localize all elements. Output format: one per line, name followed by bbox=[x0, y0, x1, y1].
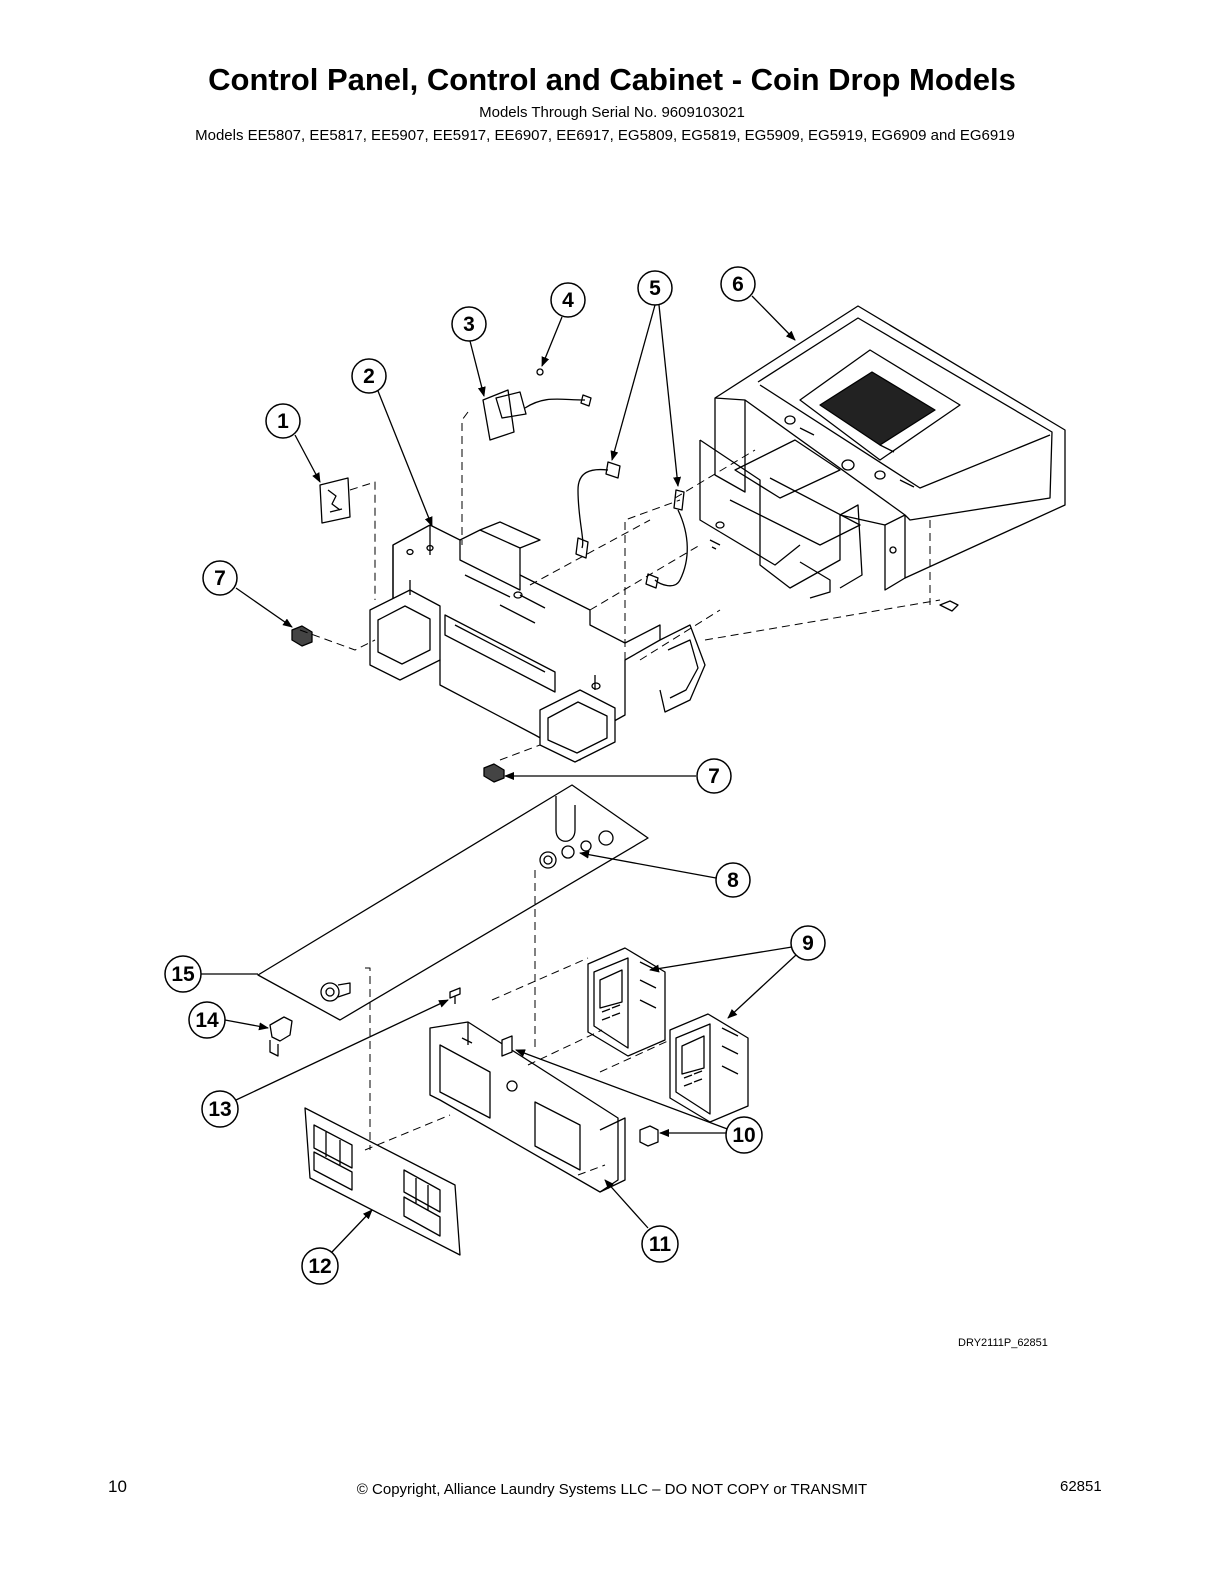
console-part-2 bbox=[369, 521, 706, 763]
callout-label: 1 bbox=[277, 410, 289, 433]
callouts: 1 2 3 4 5 6 7 7 8 9 10 11 12 13 14 15 bbox=[164, 266, 826, 1285]
callout-10: 10 bbox=[725, 1116, 763, 1154]
callout-label: 3 bbox=[463, 313, 475, 336]
harness-part-5 bbox=[575, 461, 688, 589]
callout-3: 3 bbox=[451, 306, 487, 342]
callout-label: 5 bbox=[649, 277, 661, 300]
callout-label: 6 bbox=[732, 273, 744, 296]
serial-subtitle: Models Through Serial No. 9609103021 bbox=[479, 104, 745, 121]
callout-label: 14 bbox=[195, 1009, 219, 1032]
callout-label: 2 bbox=[363, 365, 375, 388]
overlay-part-15 bbox=[257, 784, 649, 1021]
callout-label: 9 bbox=[802, 932, 814, 955]
callout-label: 13 bbox=[208, 1098, 231, 1121]
callout-13: 13 bbox=[201, 1090, 239, 1128]
callout-8: 8 bbox=[715, 862, 751, 898]
callout-4: 4 bbox=[550, 282, 586, 318]
leader-lines bbox=[200, 295, 797, 1253]
bracket-part-10-b bbox=[639, 1125, 659, 1147]
page-number: 10 bbox=[108, 1477, 127, 1496]
bracket-part-1 bbox=[319, 477, 351, 524]
clip-part-7-upper bbox=[291, 625, 313, 647]
callout-9: 9 bbox=[790, 925, 826, 961]
document-number: 62851 bbox=[1060, 1478, 1102, 1495]
callout-7a: 7 bbox=[202, 560, 238, 596]
switch-part-3 bbox=[482, 368, 592, 441]
assembly-lines bbox=[299, 411, 941, 1176]
callout-11: 11 bbox=[641, 1225, 679, 1263]
callout-14: 14 bbox=[188, 1001, 226, 1039]
frame-part-11 bbox=[429, 1021, 626, 1193]
callout-label: 15 bbox=[171, 963, 195, 986]
callout-15: 15 bbox=[164, 955, 202, 993]
callout-label: 7 bbox=[214, 567, 226, 590]
callout-7b: 7 bbox=[696, 758, 732, 794]
drawing-code: DRY2111P_62851 bbox=[958, 1337, 1048, 1349]
bracket-part-10-a bbox=[501, 1035, 513, 1057]
callout-2: 2 bbox=[351, 358, 387, 394]
callout-label: 11 bbox=[649, 1233, 672, 1256]
callout-12: 12 bbox=[301, 1247, 339, 1285]
cabinet-part-6 bbox=[699, 305, 1066, 612]
page-title: Control Panel, Control and Cabinet - Coi… bbox=[208, 62, 1016, 97]
callout-label: 10 bbox=[732, 1124, 755, 1147]
callout-6: 6 bbox=[720, 266, 756, 302]
callout-label: 8 bbox=[727, 869, 739, 892]
control-part-9-a bbox=[587, 947, 666, 1057]
callout-1: 1 bbox=[265, 403, 301, 439]
copyright-notice: © Copyright, Alliance Laundry Systems LL… bbox=[356, 1481, 868, 1498]
callout-label: 12 bbox=[308, 1255, 331, 1278]
models-list: Models EE5807, EE5817, EE5907, EE5917, E… bbox=[195, 127, 1015, 144]
callout-label: 4 bbox=[562, 289, 574, 312]
clip-part-7-lower bbox=[483, 763, 505, 783]
callout-5: 5 bbox=[637, 270, 673, 306]
callout-label: 7 bbox=[708, 765, 720, 788]
decal-part-12 bbox=[304, 1107, 461, 1256]
lock-part-14 bbox=[269, 1016, 293, 1057]
control-part-9-b bbox=[669, 1013, 749, 1123]
screw-part-13 bbox=[449, 987, 461, 1004]
